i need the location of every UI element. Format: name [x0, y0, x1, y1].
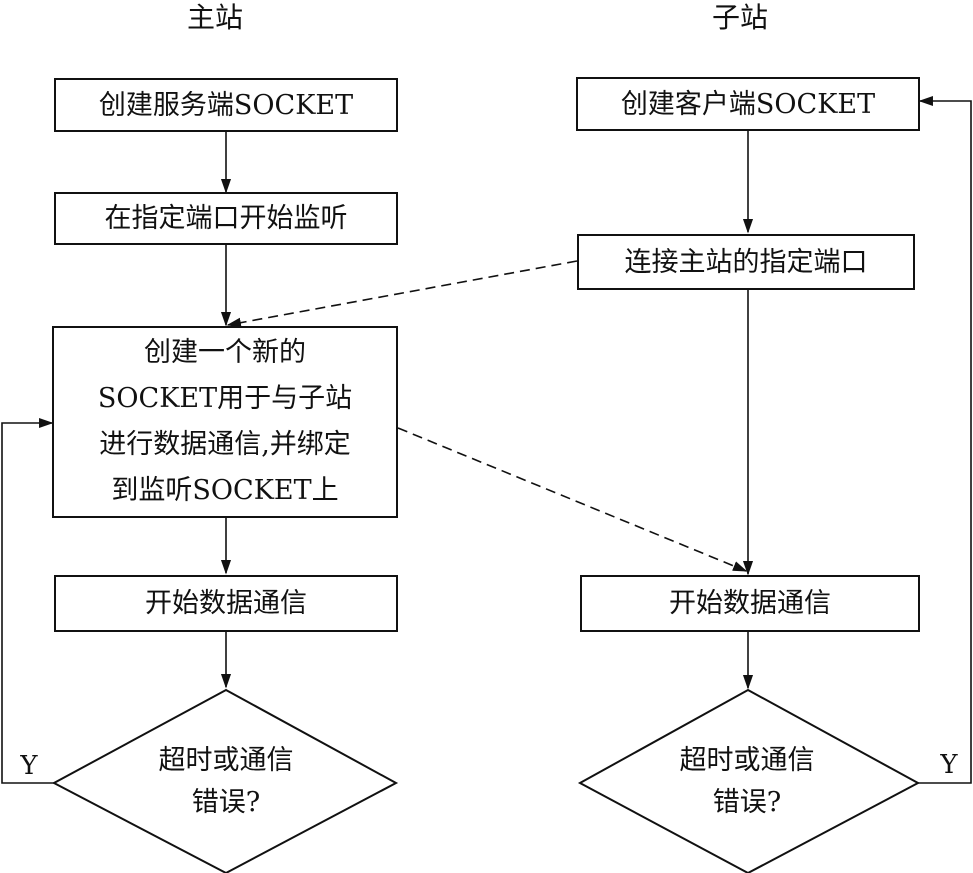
- slave-yes-label: Y: [940, 750, 958, 780]
- master-title: 主站: [186, 1, 243, 34]
- slave-create-socket-box: 创建客户端SOCKET: [576, 77, 920, 131]
- slave-start-comm-text: 开始数据通信: [669, 588, 831, 619]
- slave-connect-text: 连接主站的指定端口: [624, 246, 868, 278]
- master-new-socket-line-3: 进行数据通信,并绑定: [99, 429, 351, 460]
- master-yes-loop: [1, 417, 54, 784]
- master-decision-diamond: [51, 688, 399, 873]
- slave-connect-box: 连接主站的指定端口: [577, 234, 915, 290]
- slave-create-socket-text: 创建客户端SOCKET: [620, 88, 876, 120]
- master-listen-box: 在指定端口开始监听: [54, 192, 398, 245]
- master-new-socket-line-4: 到监听SOCKET上: [111, 475, 339, 506]
- dashed-newsocket-to-slave-comm: [397, 427, 748, 572]
- slave-decision-line-1: 超时或通信: [679, 745, 815, 776]
- master-new-socket-line-2: SOCKET用于与子站: [97, 383, 353, 414]
- master-create-socket-box: 创建服务端SOCKET: [54, 78, 398, 132]
- master-start-comm-text: 开始数据通信: [145, 588, 307, 619]
- slave-yes-loop: [918, 95, 972, 784]
- master-new-socket-box: 创建一个新的 SOCKET用于与子站 进行数据通信,并绑定 到监听SOCKET上: [52, 326, 398, 518]
- master-yes-label: Y: [20, 751, 38, 781]
- master-start-comm-box: 开始数据通信: [54, 575, 398, 632]
- slave-decision-diamond: [577, 688, 921, 873]
- slave-decision-line-2: 错误?: [712, 787, 782, 818]
- master-new-socket-line-1: 创建一个新的: [144, 337, 306, 368]
- slave-title: 子站: [711, 1, 768, 34]
- slave-start-comm-box: 开始数据通信: [580, 575, 920, 632]
- master-decision-line-2: 错误?: [191, 787, 261, 818]
- master-create-socket-text: 创建服务端SOCKET: [98, 89, 354, 121]
- dashed-connect-to-newsocket: [226, 260, 578, 328]
- master-decision-line-1: 超时或通信: [158, 745, 294, 776]
- master-listen-text: 在指定端口开始监听: [104, 203, 348, 234]
